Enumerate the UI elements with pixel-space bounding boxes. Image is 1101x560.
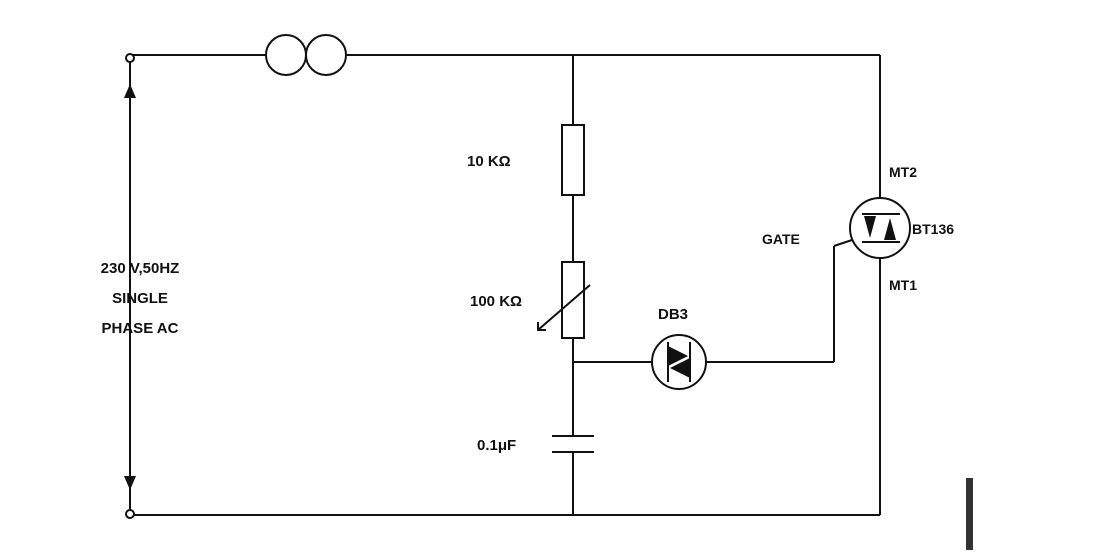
fixed-resistor-label: 10 KΩ — [467, 153, 511, 170]
diac-label: DB3 — [658, 306, 688, 323]
triac-gate-label: GATE — [762, 231, 800, 247]
triac-mt1-label: MT1 — [889, 277, 917, 293]
arrow-down-icon — [124, 476, 136, 490]
triac-name-label: BT136 — [912, 221, 954, 237]
source-label-line2: SINGLE — [112, 290, 168, 307]
edge-mark — [966, 478, 973, 550]
capacitor-icon — [552, 435, 594, 453]
terminal-bottom-label: B — [119, 480, 129, 496]
triac-icon — [849, 197, 911, 259]
terminal-top — [125, 53, 135, 63]
variable-resistor-icon — [537, 261, 591, 339]
potentiometer-label: 100 KΩ — [470, 293, 522, 310]
ac-source-terminals — [124, 53, 136, 519]
terminal-bottom — [125, 509, 135, 519]
terminal-top-label: A — [119, 90, 129, 106]
triac-mt2-label: MT2 — [889, 164, 917, 180]
diac-icon — [651, 334, 707, 390]
lamp-load-icon — [265, 34, 347, 76]
arrow-up-icon — [124, 84, 136, 98]
resistor-icon — [561, 124, 585, 196]
source-label-line1: 230 V,50HZ — [101, 260, 180, 277]
capacitor-label: 0.1μF — [477, 437, 516, 454]
source-label-line3: PHASE AC — [102, 320, 179, 337]
